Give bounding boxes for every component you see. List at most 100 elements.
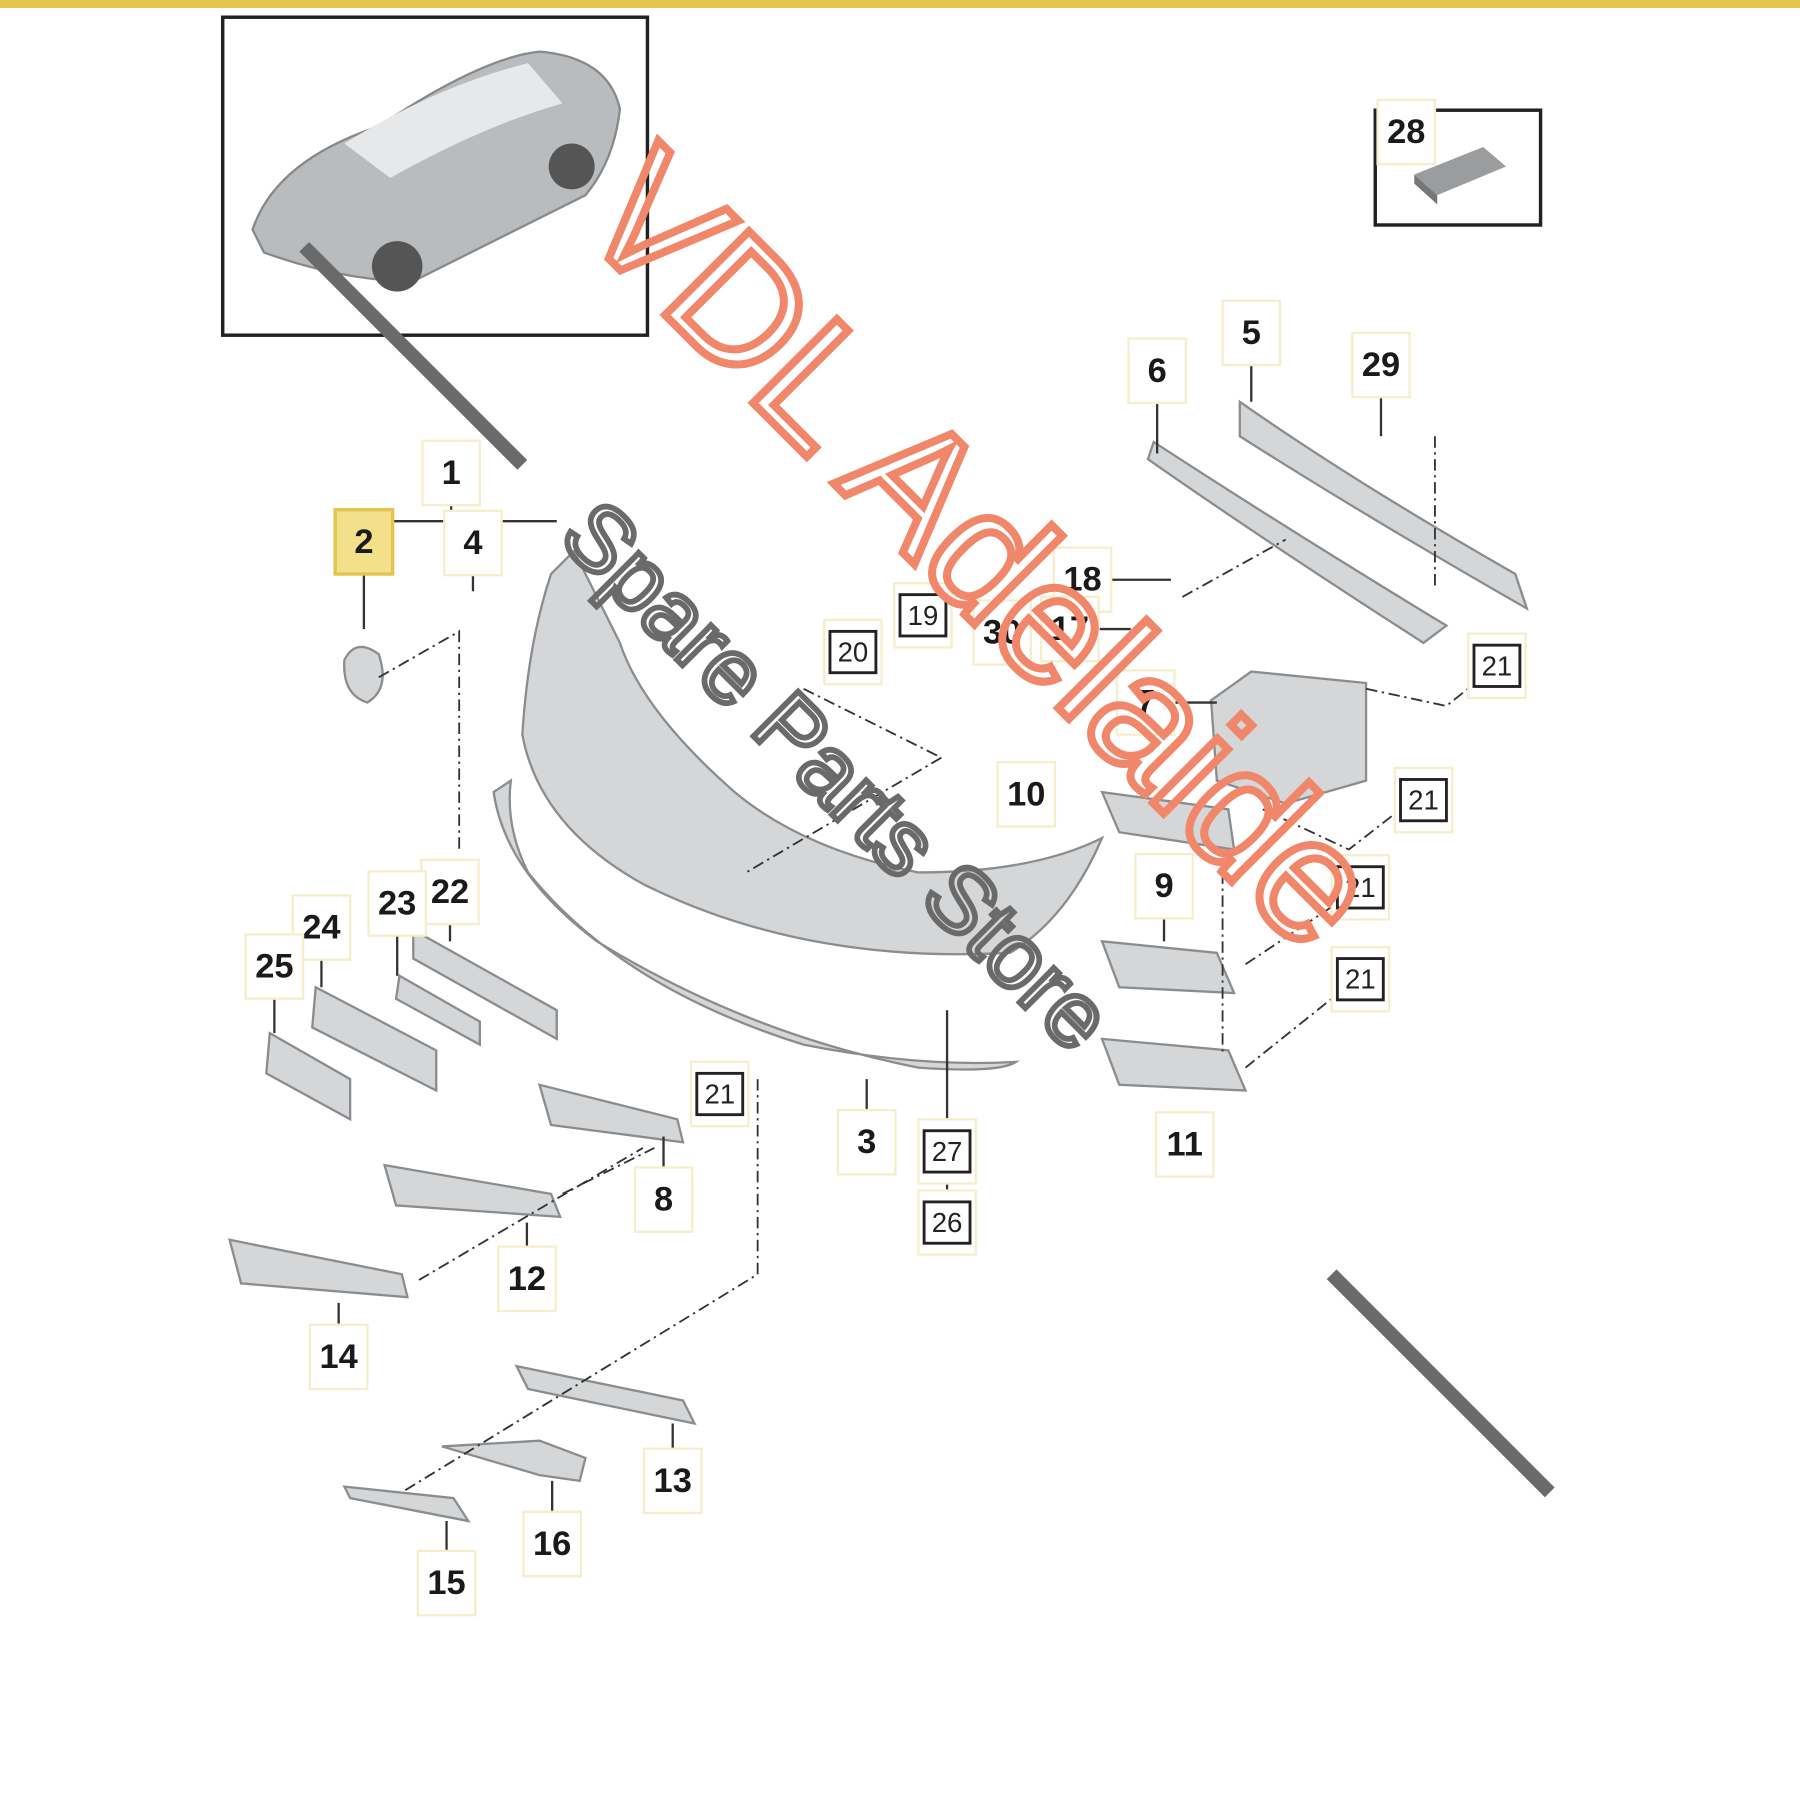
trim-15 bbox=[342, 1485, 471, 1523]
callout-box bbox=[1335, 865, 1385, 910]
callout-number: 13 bbox=[654, 1462, 692, 1500]
callout-13[interactable]: 13 bbox=[642, 1447, 703, 1515]
callout-15[interactable]: 15 bbox=[416, 1549, 477, 1617]
callout-frame bbox=[522, 1510, 583, 1578]
callout-5[interactable]: 5 bbox=[1221, 299, 1282, 367]
grille-10 bbox=[1100, 790, 1236, 851]
callout-20[interactable]: 20 bbox=[823, 618, 883, 686]
vehicle-thumbnail bbox=[220, 15, 650, 337]
callout-number: 16 bbox=[533, 1525, 571, 1563]
callout-number: 28 bbox=[1387, 113, 1425, 151]
callout-number: 1 bbox=[442, 454, 461, 492]
callout-21[interactable]: 21 bbox=[689, 1060, 750, 1128]
callout-frame bbox=[333, 507, 395, 576]
trim-13 bbox=[514, 1364, 697, 1426]
callout-number: 21 bbox=[1345, 872, 1376, 903]
callout-number: 21 bbox=[1345, 964, 1376, 995]
callout-frame bbox=[1221, 299, 1282, 367]
bumper-cover bbox=[521, 549, 1105, 956]
callout-19[interactable]: 19 bbox=[893, 582, 953, 649]
callout-7[interactable]: 7 bbox=[1115, 669, 1176, 736]
callout-22[interactable]: 22 bbox=[420, 858, 480, 926]
trim-16 bbox=[441, 1439, 587, 1483]
callout-30[interactable]: 30 bbox=[972, 599, 1033, 666]
callout-frame bbox=[244, 933, 305, 1000]
callout-frame bbox=[443, 509, 503, 577]
callout-frame bbox=[642, 1447, 703, 1515]
callout-frame bbox=[1134, 852, 1194, 920]
callout-number: 22 bbox=[431, 873, 469, 911]
callout-6[interactable]: 6 bbox=[1127, 337, 1187, 405]
grille-11 bbox=[1100, 1037, 1248, 1092]
callout-25[interactable]: 25 bbox=[244, 933, 305, 1000]
callout-number: 21 bbox=[704, 1079, 735, 1110]
callout-23[interactable]: 23 bbox=[367, 870, 428, 937]
callout-14[interactable]: 14 bbox=[308, 1323, 369, 1391]
callout-frame bbox=[1115, 669, 1176, 736]
callout-17[interactable]: 17 bbox=[1040, 595, 1100, 663]
callout-number: 11 bbox=[1166, 1126, 1202, 1164]
callout-box bbox=[922, 1200, 972, 1245]
callout-number: 12 bbox=[508, 1260, 546, 1298]
callout-9[interactable]: 9 bbox=[1134, 852, 1194, 920]
callout-frame bbox=[1351, 331, 1411, 399]
callout-frame bbox=[416, 1549, 477, 1617]
callout-29[interactable]: 29 bbox=[1351, 331, 1411, 399]
callout-number: 18 bbox=[1063, 561, 1101, 599]
grille-14 bbox=[228, 1238, 410, 1299]
callout-number: 27 bbox=[932, 1136, 963, 1167]
callout-number: 10 bbox=[1007, 775, 1045, 813]
callout-12[interactable]: 12 bbox=[497, 1245, 557, 1313]
callout-number: 15 bbox=[427, 1564, 465, 1602]
cap-2 bbox=[343, 645, 384, 704]
callout-number: 21 bbox=[1408, 785, 1439, 816]
plate-23 bbox=[394, 973, 481, 1047]
callout-number: 6 bbox=[1148, 352, 1167, 390]
callout-number: 2 bbox=[354, 523, 373, 561]
callout-number: 23 bbox=[378, 884, 416, 922]
callout-16[interactable]: 16 bbox=[522, 1510, 583, 1578]
callout-number: 9 bbox=[1154, 867, 1173, 905]
plate-25 bbox=[265, 1031, 352, 1122]
callout-box bbox=[1335, 957, 1385, 1002]
grille-8 bbox=[537, 1083, 685, 1144]
callout-21[interactable]: 21 bbox=[1393, 766, 1454, 834]
callout-number: 30 bbox=[983, 614, 1021, 652]
parts bbox=[228, 399, 1529, 1523]
callout-frame bbox=[367, 870, 428, 937]
callout-11[interactable]: 11 bbox=[1154, 1111, 1215, 1178]
callout-10[interactable]: 10 bbox=[996, 761, 1057, 828]
callout-frame bbox=[972, 599, 1033, 666]
callout-number: 20 bbox=[838, 637, 869, 668]
callout-number: 19 bbox=[908, 600, 939, 631]
callout-number: 14 bbox=[319, 1338, 357, 1376]
callout-number: 26 bbox=[932, 1207, 963, 1238]
callout-21[interactable]: 21 bbox=[1330, 854, 1391, 921]
callout-number: 29 bbox=[1362, 346, 1400, 384]
callout-27[interactable]: 27 bbox=[917, 1118, 977, 1185]
callout-4[interactable]: 4 bbox=[443, 509, 503, 577]
callout-frame bbox=[1040, 595, 1100, 663]
callout-frame bbox=[1127, 337, 1187, 405]
callout-26[interactable]: 26 bbox=[917, 1189, 977, 1256]
callout-1[interactable]: 1 bbox=[421, 439, 481, 507]
callout-box bbox=[1472, 643, 1522, 688]
callout-8[interactable]: 8 bbox=[633, 1166, 694, 1233]
callout-number: 4 bbox=[463, 524, 482, 562]
callout-21[interactable]: 21 bbox=[1330, 945, 1391, 1013]
plate-24 bbox=[311, 985, 438, 1093]
callout-number: 21 bbox=[1482, 650, 1513, 681]
callout-28[interactable]: 28 bbox=[1376, 98, 1437, 166]
callout-box bbox=[695, 1071, 745, 1117]
callout-number: 24 bbox=[302, 909, 340, 947]
callout-frame bbox=[836, 1108, 897, 1176]
callout-21[interactable]: 21 bbox=[1467, 632, 1527, 700]
callout-2[interactable]: 2 bbox=[333, 507, 395, 576]
callout-number: 7 bbox=[1136, 684, 1155, 722]
callout-3[interactable]: 3 bbox=[836, 1108, 897, 1176]
callout-frame bbox=[308, 1323, 369, 1391]
callout-frame bbox=[996, 761, 1057, 828]
